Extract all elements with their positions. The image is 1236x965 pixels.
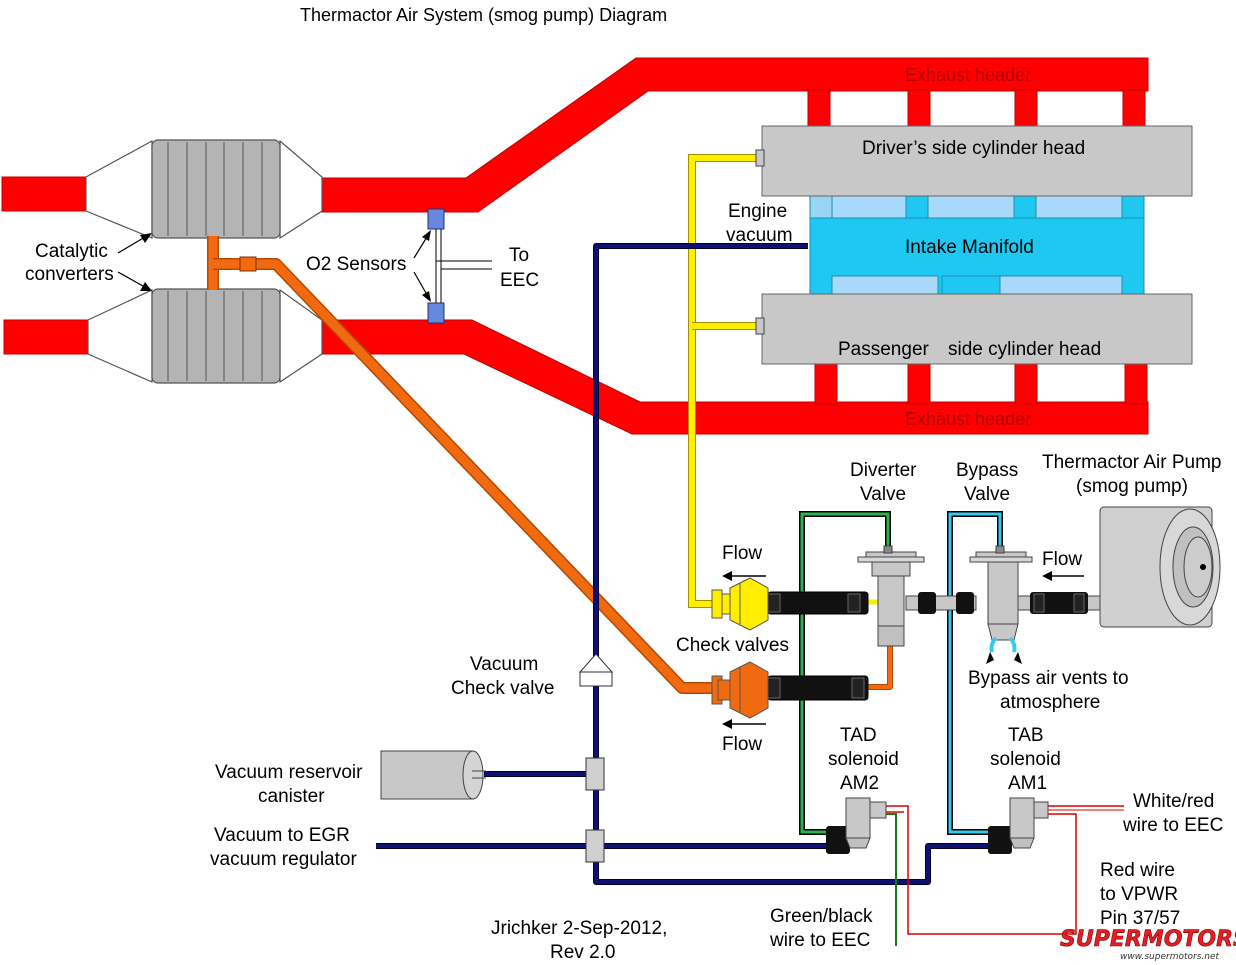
diverter-valve-label-1: Diverter (850, 460, 917, 481)
bypass-valve (969, 545, 1033, 664)
flow-label-upper-right: Flow (1042, 549, 1082, 570)
tab-solenoid (988, 797, 1049, 854)
vacuum-reservoir-label-1: Vacuum reservoir (215, 762, 363, 783)
tad-vacuum-hose (799, 511, 891, 835)
air-hose-main (767, 591, 1101, 615)
drivers-head-label: Driver’s side cylinder head (862, 138, 1085, 159)
passenger-head-label-a: Passenger (838, 339, 930, 360)
vacuum-reservoir-label-2: canister (258, 786, 325, 807)
flow-arrowhead (1042, 571, 1052, 581)
bypass-valve-label-1: Bypass (956, 460, 1018, 481)
red-wire-label-1: Red wire (1100, 860, 1175, 881)
to-eec-label-1: To (509, 245, 529, 266)
vacuum-check-valve (578, 653, 614, 687)
vacuum-tee (585, 829, 605, 863)
vacuum-check-label-1: Vacuum (470, 654, 538, 675)
catalytic-arrowhead-bottom (140, 282, 152, 291)
air-tee-fitting (239, 256, 257, 272)
flow-arrowhead (722, 571, 732, 581)
exhaust-runner-top (807, 89, 831, 129)
white-red-label-2: wire to EEC (1122, 815, 1223, 836)
o2-arrowhead-bottom (422, 291, 431, 302)
red-wire (886, 805, 1124, 935)
thermactor-air-pump (1099, 506, 1221, 628)
catalytic-converter-bottom (87, 288, 323, 384)
bypass-vents-label-1: Bypass air vents to (968, 668, 1129, 689)
intake-manifold-label: Intake Manifold (905, 237, 1034, 258)
exhaust-pipe-top (321, 57, 1149, 213)
bypass-valve-label-2: Valve (964, 484, 1010, 505)
to-eec-label-2: EEC (500, 270, 539, 291)
o2-sensors-label: O2 Sensors (306, 254, 406, 275)
exhaust-header-bottom-label: Exhaust header (905, 409, 1031, 429)
tad-solenoid-label-2: solenoid (828, 749, 899, 770)
head-air-port (755, 317, 765, 335)
credit-label-1: Jrichker 2-Sep-2012, (491, 918, 667, 939)
drivers-cylinder-head (761, 125, 1193, 197)
engine-vacuum-label-1: Engine (728, 201, 787, 222)
vacuum-check-label-2: Check valve (451, 678, 555, 699)
head-air-port (755, 149, 765, 167)
flow-arrowhead (722, 719, 732, 729)
diverter-valve-label-2: Valve (860, 484, 906, 505)
exhaust-inlet-bottom (3, 319, 89, 355)
vacuum-tee (585, 757, 605, 791)
exhaust-runner-bottom (907, 363, 931, 405)
flow-label-upper-left: Flow (722, 543, 762, 564)
exhaust-runner-top (1122, 89, 1146, 129)
o2-arrowhead-top (422, 230, 431, 241)
engine-vacuum-label-2: vacuum (726, 225, 793, 246)
diverter-valve (857, 545, 925, 647)
catalytic-label-2: converters (25, 264, 114, 285)
exhaust-runner-bottom (1014, 363, 1038, 405)
check-valves-label: Check valves (676, 635, 789, 656)
tab-solenoid-label-1: TAB (1008, 725, 1044, 746)
flow-label-lower: Flow (722, 734, 762, 755)
diagram-title: Thermactor Air System (smog pump) Diagra… (300, 5, 667, 25)
tab-vacuum-hose (947, 511, 1003, 835)
red-wire-label-2: to VPWR (1100, 884, 1178, 905)
green-black-wire (886, 813, 897, 946)
o2-sensor-top (427, 208, 445, 230)
passenger-cylinder-head (761, 293, 1193, 365)
exhaust-runner-top (907, 89, 931, 129)
tad-solenoid (826, 797, 887, 854)
intake-manifold (809, 195, 1145, 317)
vacuum-egr-label-1: Vacuum to EGR (214, 825, 350, 846)
credit-label-2: Rev 2.0 (550, 942, 615, 963)
tad-solenoid-label-3: AM2 (840, 773, 879, 794)
exhaust-runner-bottom (1124, 363, 1148, 405)
air-hose-lower (767, 675, 869, 701)
red-wire-label-3: Pin 37/57 (1100, 908, 1180, 929)
passenger-head-label-b: side cylinder head (948, 339, 1101, 360)
exhaust-runner-top (1014, 89, 1038, 129)
vacuum-reservoir-canister (380, 750, 486, 800)
air-line-yellow (688, 154, 878, 608)
air-pump-label-1: Thermactor Air Pump (1042, 452, 1222, 473)
vacuum-egr-label-2: vacuum regulator (210, 849, 357, 870)
exhaust-inlet-top (1, 176, 87, 212)
supermotors-url: www.supermotors.net (1120, 952, 1220, 962)
supermotors-logo: SUPERMOTORS (1060, 927, 1236, 952)
green-black-label-2: wire to EEC (769, 930, 870, 951)
check-valve-upper (711, 577, 769, 631)
check-valve-lower (711, 661, 769, 719)
catalytic-converter-top (85, 139, 323, 240)
white-red-label-1: White/red (1133, 791, 1214, 812)
air-pump-label-2: (smog pump) (1076, 476, 1188, 497)
green-black-label-1: Green/black (770, 906, 873, 927)
bypass-vents-label-2: atmosphere (1000, 692, 1100, 713)
tab-solenoid-label-3: AM1 (1008, 773, 1047, 794)
o2-sensor-bottom (427, 302, 445, 324)
tad-solenoid-label-1: TAD (840, 725, 877, 746)
exhaust-runner-bottom (814, 363, 838, 405)
exhaust-header-top-label: Exhaust header (905, 65, 1031, 85)
tab-solenoid-label-2: solenoid (990, 749, 1061, 770)
catalytic-arrowhead-top (140, 233, 152, 243)
catalytic-label-1: Catalytic (35, 241, 108, 262)
